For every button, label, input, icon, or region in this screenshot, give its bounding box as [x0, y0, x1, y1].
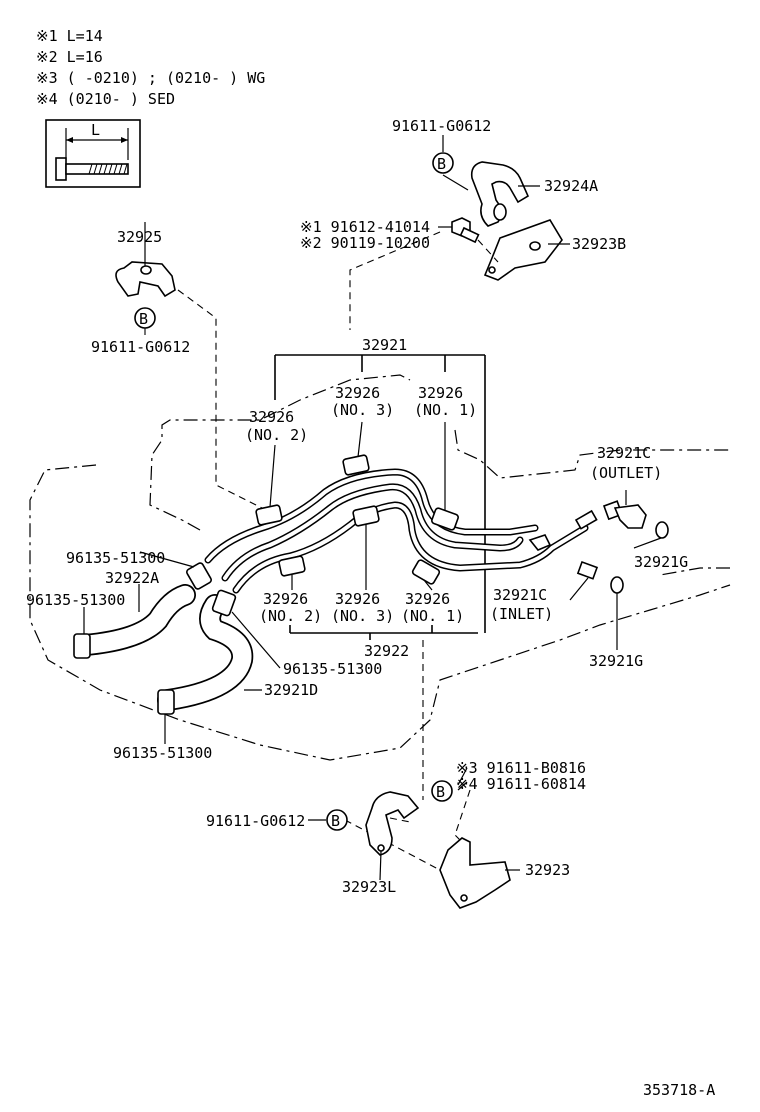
leader-lines	[83, 135, 662, 881]
label-32926-no3-bot-sub: (NO. 3)	[331, 607, 394, 625]
label-bolt-3: ※3 91611-B0816	[456, 759, 586, 777]
label-91611-g0612-top: 91611-G0612	[392, 117, 491, 135]
reference-bracket-32921	[274, 354, 486, 633]
note-4: ※4 (0210- ) SED	[36, 90, 175, 108]
label-96135-51300-a: 96135-51300	[66, 549, 165, 567]
hose-32921d	[157, 594, 254, 711]
b-marker-top: B	[432, 152, 454, 174]
label-32921d: 32921D	[264, 681, 318, 699]
bracket-32923l	[365, 791, 420, 856]
bolt-upper	[438, 217, 499, 263]
label-32921g-a: 32921G	[634, 553, 688, 571]
label-91611-g0612-bottom: 91611-G0612	[206, 812, 305, 830]
bracket-32923b	[483, 219, 570, 281]
svg-text:B: B	[436, 783, 445, 801]
label-96135-51300-d: 96135-51300	[113, 744, 212, 762]
notes: ※1 L=14 ※2 L=16 ※3 ( -0210) ; (0210- ) W…	[36, 27, 265, 108]
label-32926-no3-top-sub: (NO. 3)	[331, 401, 394, 419]
engine-outline	[29, 374, 731, 761]
label-96135-51300-b: 96135-51300	[26, 591, 125, 609]
pipe-32921	[204, 468, 589, 594]
svg-text:B: B	[331, 812, 340, 830]
hose-32922a	[74, 584, 196, 656]
label-32923l: 32923L	[342, 878, 396, 896]
bracket-32925	[115, 248, 176, 298]
label-32926-no2-bot: 32926	[263, 590, 308, 608]
label-32926-no2-top: 32926	[249, 408, 294, 426]
note-2: ※2 L=16	[36, 48, 103, 66]
reference-bracket-32922	[289, 625, 478, 640]
b-marker-bottom: B	[326, 809, 348, 831]
label-32924a: 32924A	[544, 177, 598, 195]
label-32926-no2-top-sub: (NO. 2)	[245, 426, 308, 444]
label-32921g-b: 32921G	[589, 652, 643, 670]
inlet-fitting	[528, 534, 599, 580]
label-32921c-outlet-sub: (OUTLET)	[590, 464, 662, 482]
svg-text:B: B	[437, 155, 446, 173]
inset-length-label: L	[91, 121, 100, 139]
label-bolt-2: ※2 90119-10200	[300, 234, 430, 252]
clamps-32926	[255, 454, 459, 585]
label-32921c-outlet: 32921C	[597, 444, 651, 462]
label-32923: 32923	[525, 861, 570, 879]
label-32926-no3-bot: 32926	[335, 590, 380, 608]
label-32926-no1-bot: 32926	[405, 590, 450, 608]
label-96135-51300-c: 96135-51300	[283, 660, 382, 678]
label-32923b: 32923B	[572, 235, 626, 253]
label-32922a: 32922A	[105, 569, 159, 587]
part-labels: 91611-G0612 32924A ※1 91612-41014 ※2 901…	[26, 117, 688, 896]
label-32926-no1-top: 32926	[418, 384, 463, 402]
label-32926-no2-bot-sub: (NO. 2)	[259, 607, 322, 625]
label-bolt-4: ※4 91611-60814	[456, 775, 586, 793]
outlet-oring	[655, 521, 669, 539]
hose-clips	[73, 562, 237, 715]
label-32921c-inlet-sub: (INLET)	[490, 605, 553, 623]
label-32921c-inlet: 32921C	[493, 586, 547, 604]
bracket-32923	[439, 837, 511, 909]
label-32926-no1-bot-sub: (NO. 1)	[401, 607, 464, 625]
b-marker-lower-right: B	[431, 780, 453, 802]
label-32926-no1-top-sub: (NO. 1)	[414, 401, 477, 419]
label-bolt-1: ※1 91612-41014	[300, 218, 430, 236]
figure-number: 353718-A	[643, 1081, 715, 1099]
label-91611-g0612-left: 91611-G0612	[91, 338, 190, 356]
bracket-32924a	[470, 161, 540, 227]
bolt-length-inset: L	[45, 119, 141, 188]
outlet-fitting	[574, 490, 647, 530]
label-32921: 32921	[362, 336, 407, 354]
inlet-oring	[610, 576, 624, 594]
label-32925: 32925	[117, 228, 162, 246]
label-32926-no3-top: 32926	[335, 384, 380, 402]
svg-text:B: B	[139, 310, 148, 328]
b-marker-left: B	[134, 307, 156, 329]
note-3: ※3 ( -0210) ; (0210- ) WG	[36, 69, 265, 87]
label-32922: 32922	[364, 642, 409, 660]
note-1: ※1 L=14	[36, 27, 103, 45]
